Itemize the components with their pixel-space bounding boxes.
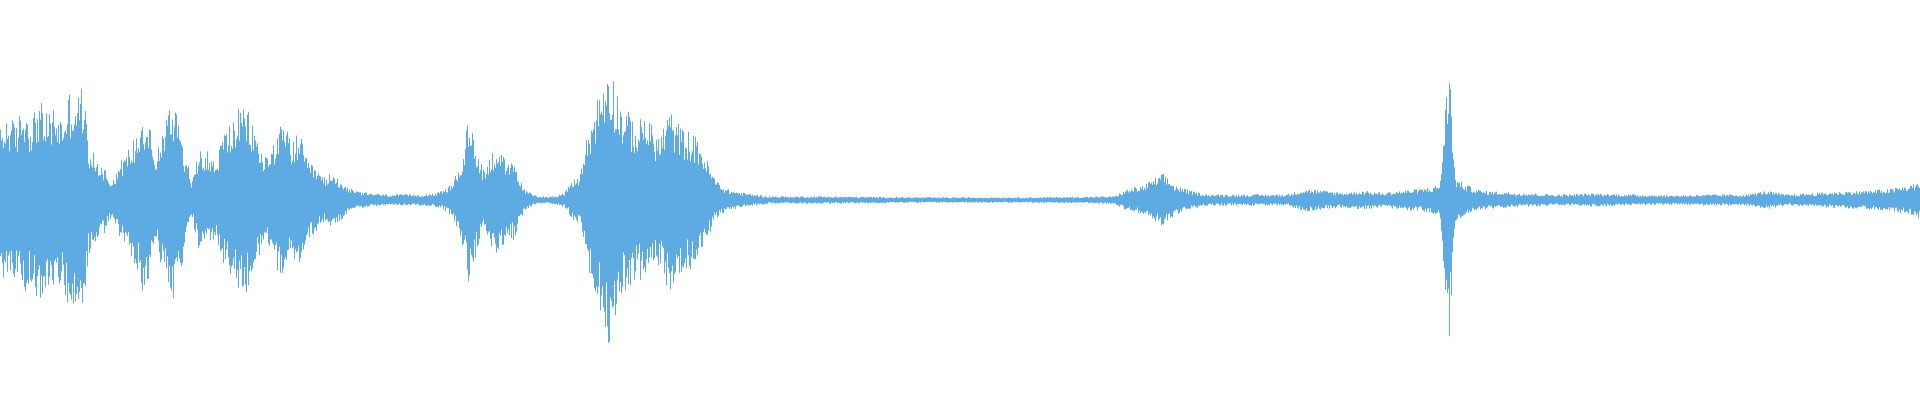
waveform-bars bbox=[0, 81, 1920, 343]
